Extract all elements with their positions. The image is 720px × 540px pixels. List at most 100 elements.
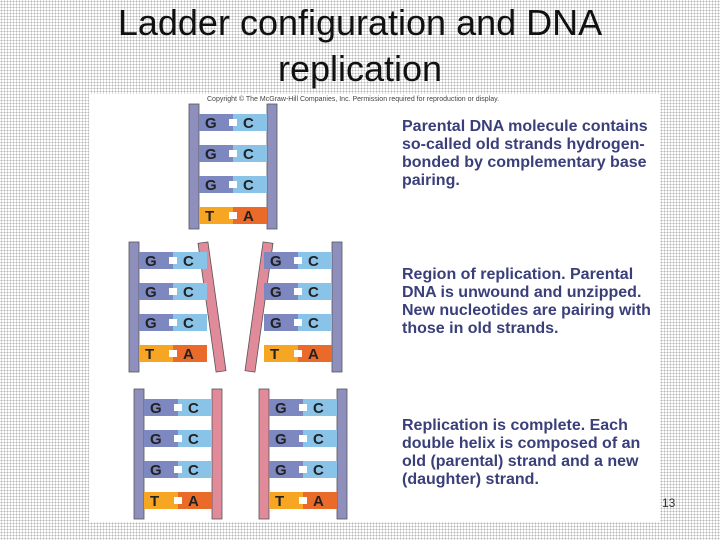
base-letter-C: C	[308, 253, 319, 270]
base-notch	[299, 497, 303, 504]
base-block-A	[173, 345, 207, 362]
base-A: A	[173, 345, 207, 363]
base-letter-G: G	[270, 253, 282, 270]
base-notch	[233, 181, 237, 188]
base-letter-T: T	[275, 493, 284, 510]
base-notch	[229, 181, 233, 188]
base-letter-A: A	[243, 208, 254, 225]
base-G: G	[264, 283, 298, 301]
base-T: T	[199, 207, 233, 225]
base-letter-C: C	[243, 146, 254, 163]
base-notch	[178, 404, 182, 411]
slide-title: Ladder configuration and DNA replication	[0, 0, 720, 92]
base-letter-C: C	[188, 431, 199, 448]
base-G: G	[199, 176, 233, 194]
base-block-A	[178, 492, 212, 509]
base-C: C	[233, 176, 267, 194]
base-letter-C: C	[243, 115, 254, 132]
base-letter-C: C	[183, 253, 194, 270]
base-notch	[174, 497, 178, 504]
base-G: G	[144, 461, 178, 479]
base-block-A	[298, 345, 332, 362]
base-block-G	[144, 399, 178, 416]
base-notch	[174, 466, 178, 473]
base-G: G	[199, 114, 233, 132]
base-letter-T: T	[150, 493, 159, 510]
base-letter-G: G	[145, 315, 157, 332]
base-G: G	[199, 145, 233, 163]
base-block-C	[173, 283, 207, 300]
base-G: G	[269, 399, 303, 417]
strand-left	[244, 241, 274, 373]
base-block-G	[264, 314, 298, 331]
base-block-A	[233, 207, 267, 224]
base-C: C	[178, 399, 212, 417]
caption-complete: Replication is complete. Each double hel…	[402, 417, 641, 488]
base-block-G	[139, 252, 173, 269]
base-notch	[298, 350, 302, 357]
base-block-T	[264, 345, 298, 362]
base-letter-G: G	[150, 400, 162, 417]
base-notch	[169, 288, 173, 295]
base-notch	[294, 319, 298, 326]
base-notch	[299, 466, 303, 473]
base-letter-G: G	[270, 284, 282, 301]
base-letter-G: G	[275, 400, 287, 417]
base-notch	[178, 435, 182, 442]
base-block-C	[233, 145, 267, 162]
base-C: C	[178, 430, 212, 448]
base-letter-C: C	[313, 462, 324, 479]
base-letter-T: T	[270, 346, 279, 363]
strand-right	[331, 241, 343, 373]
base-block-C	[173, 314, 207, 331]
base-letter-G: G	[150, 431, 162, 448]
base-letter-G: G	[275, 462, 287, 479]
base-G: G	[144, 399, 178, 417]
base-letter-C: C	[313, 431, 324, 448]
base-letter-G: G	[145, 284, 157, 301]
base-block-C	[303, 430, 337, 447]
base-notch	[169, 257, 173, 264]
base-letter-T: T	[205, 208, 214, 225]
base-letter-G: G	[205, 177, 217, 194]
base-G: G	[264, 252, 298, 270]
base-G: G	[139, 314, 173, 332]
base-block-C	[298, 283, 332, 300]
base-notch	[229, 119, 233, 126]
base-block-G	[264, 252, 298, 269]
page-number: 13	[662, 496, 676, 510]
base-notch	[169, 319, 173, 326]
base-block-G	[269, 399, 303, 416]
base-C: C	[298, 283, 332, 301]
caption-replication-region: Region of replication. Parental DNA is u…	[402, 266, 651, 337]
base-notch	[303, 404, 307, 411]
base-notch	[303, 497, 307, 504]
copyright-notice: Copyright © The McGraw-Hill Companies, I…	[207, 96, 500, 103]
base-letter-C: C	[188, 400, 199, 417]
base-C: C	[298, 252, 332, 270]
base-block-C	[178, 461, 212, 478]
base-C: C	[303, 430, 337, 448]
base-T: T	[269, 492, 303, 510]
base-T: T	[139, 345, 173, 363]
strand-right	[211, 388, 223, 520]
base-letter-G: G	[150, 462, 162, 479]
base-letter-C: C	[308, 315, 319, 332]
base-block-C	[303, 399, 337, 416]
base-notch	[173, 350, 177, 357]
base-notch	[233, 119, 237, 126]
slide-title-line-2: replication	[277, 48, 443, 89]
base-notch	[233, 150, 237, 157]
base-block-G	[139, 314, 173, 331]
base-notch	[229, 212, 233, 219]
strand-right	[336, 388, 348, 520]
base-G: G	[139, 252, 173, 270]
base-C: C	[298, 314, 332, 332]
base-notch	[173, 288, 177, 295]
base-block-G	[199, 145, 233, 162]
base-block-G	[139, 283, 173, 300]
